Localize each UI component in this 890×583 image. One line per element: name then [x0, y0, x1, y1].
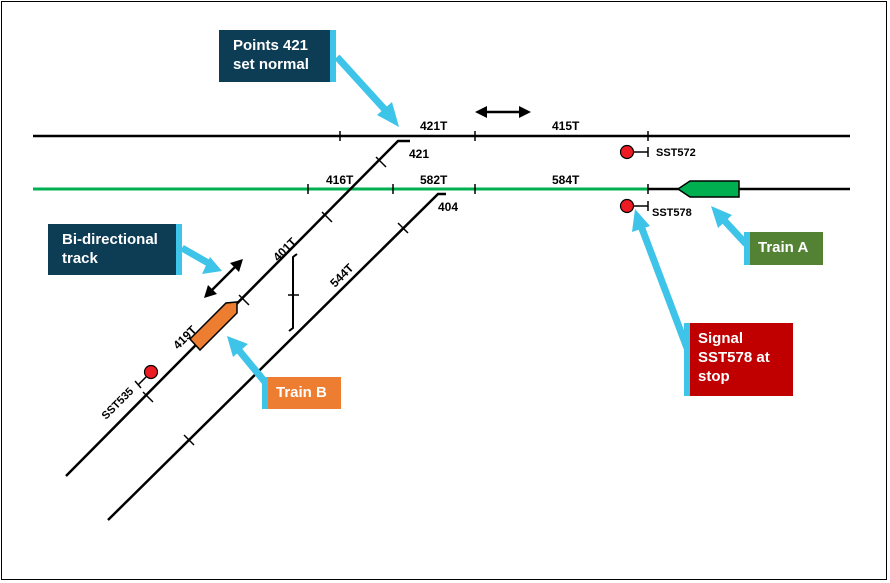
callout-text: track	[62, 250, 98, 267]
track-joint	[238, 294, 250, 306]
callout-accent	[262, 377, 268, 409]
signal-label-sst535: SST535	[100, 386, 137, 423]
track-label-584T: 584T	[552, 173, 580, 187]
track-joint	[397, 222, 409, 234]
callout-text: set normal	[233, 56, 309, 73]
callout-train-b: Train B	[262, 377, 341, 409]
train-a[interactable]	[676, 180, 740, 198]
callout-text: SST578 at	[698, 349, 770, 366]
callout-arrow-bidir	[180, 244, 222, 274]
callout-text: Train A	[758, 239, 809, 256]
track-label-416T: 416T	[326, 173, 354, 187]
signal-sst572[interactable]	[619, 144, 649, 160]
callout-points-421: Points 421 set normal	[219, 30, 336, 82]
callout-signal-sst578: Signal SST578 at stop	[684, 323, 793, 396]
track-label-544T: 544T	[327, 260, 357, 290]
track-joint	[183, 434, 195, 446]
points-label-404: 404	[438, 200, 458, 214]
callout-accent	[330, 30, 336, 82]
track-label-421T: 421T	[420, 119, 448, 133]
track-joint	[142, 391, 154, 403]
callout-text: Points 421	[233, 37, 309, 54]
callout-train-a: Train A	[744, 232, 823, 265]
callout-accent	[744, 232, 750, 265]
track-label-401T: 401T	[270, 234, 300, 264]
callout-arrow-train-b	[227, 336, 268, 385]
callout-text: Train B	[276, 384, 327, 401]
signal-label-sst578: SST578	[652, 207, 692, 219]
callout-text: Bi-directional	[62, 231, 158, 248]
callout-bidirectional-track: Bi-directional track	[48, 224, 182, 275]
callout-accent	[684, 323, 690, 396]
callout-text: Signal	[698, 330, 744, 347]
bidirectional-arrow-icon	[475, 106, 531, 118]
signal-sst578[interactable]	[619, 198, 649, 214]
track-joint	[321, 211, 333, 223]
callout-text: stop	[698, 368, 730, 385]
track-label-415T: 415T	[552, 119, 580, 133]
points-label-421: 421	[409, 147, 429, 161]
track-diagonal-401-419	[65, 139, 410, 477]
callout-arrow-points	[334, 54, 399, 127]
signal-sst535[interactable]	[134, 364, 159, 389]
signal-label-sst572: SST572	[656, 147, 696, 159]
track-joint	[375, 156, 387, 168]
train-b[interactable]	[188, 301, 238, 352]
bidirectional-arrow-icon	[204, 259, 243, 298]
track-crossover	[288, 253, 298, 332]
callout-accent	[176, 224, 182, 275]
track-label-582T: 582T	[420, 173, 448, 187]
track-diagonal-544	[107, 192, 446, 521]
callout-arrow-train-a	[711, 206, 749, 247]
callout-arrow-signal	[632, 209, 691, 350]
